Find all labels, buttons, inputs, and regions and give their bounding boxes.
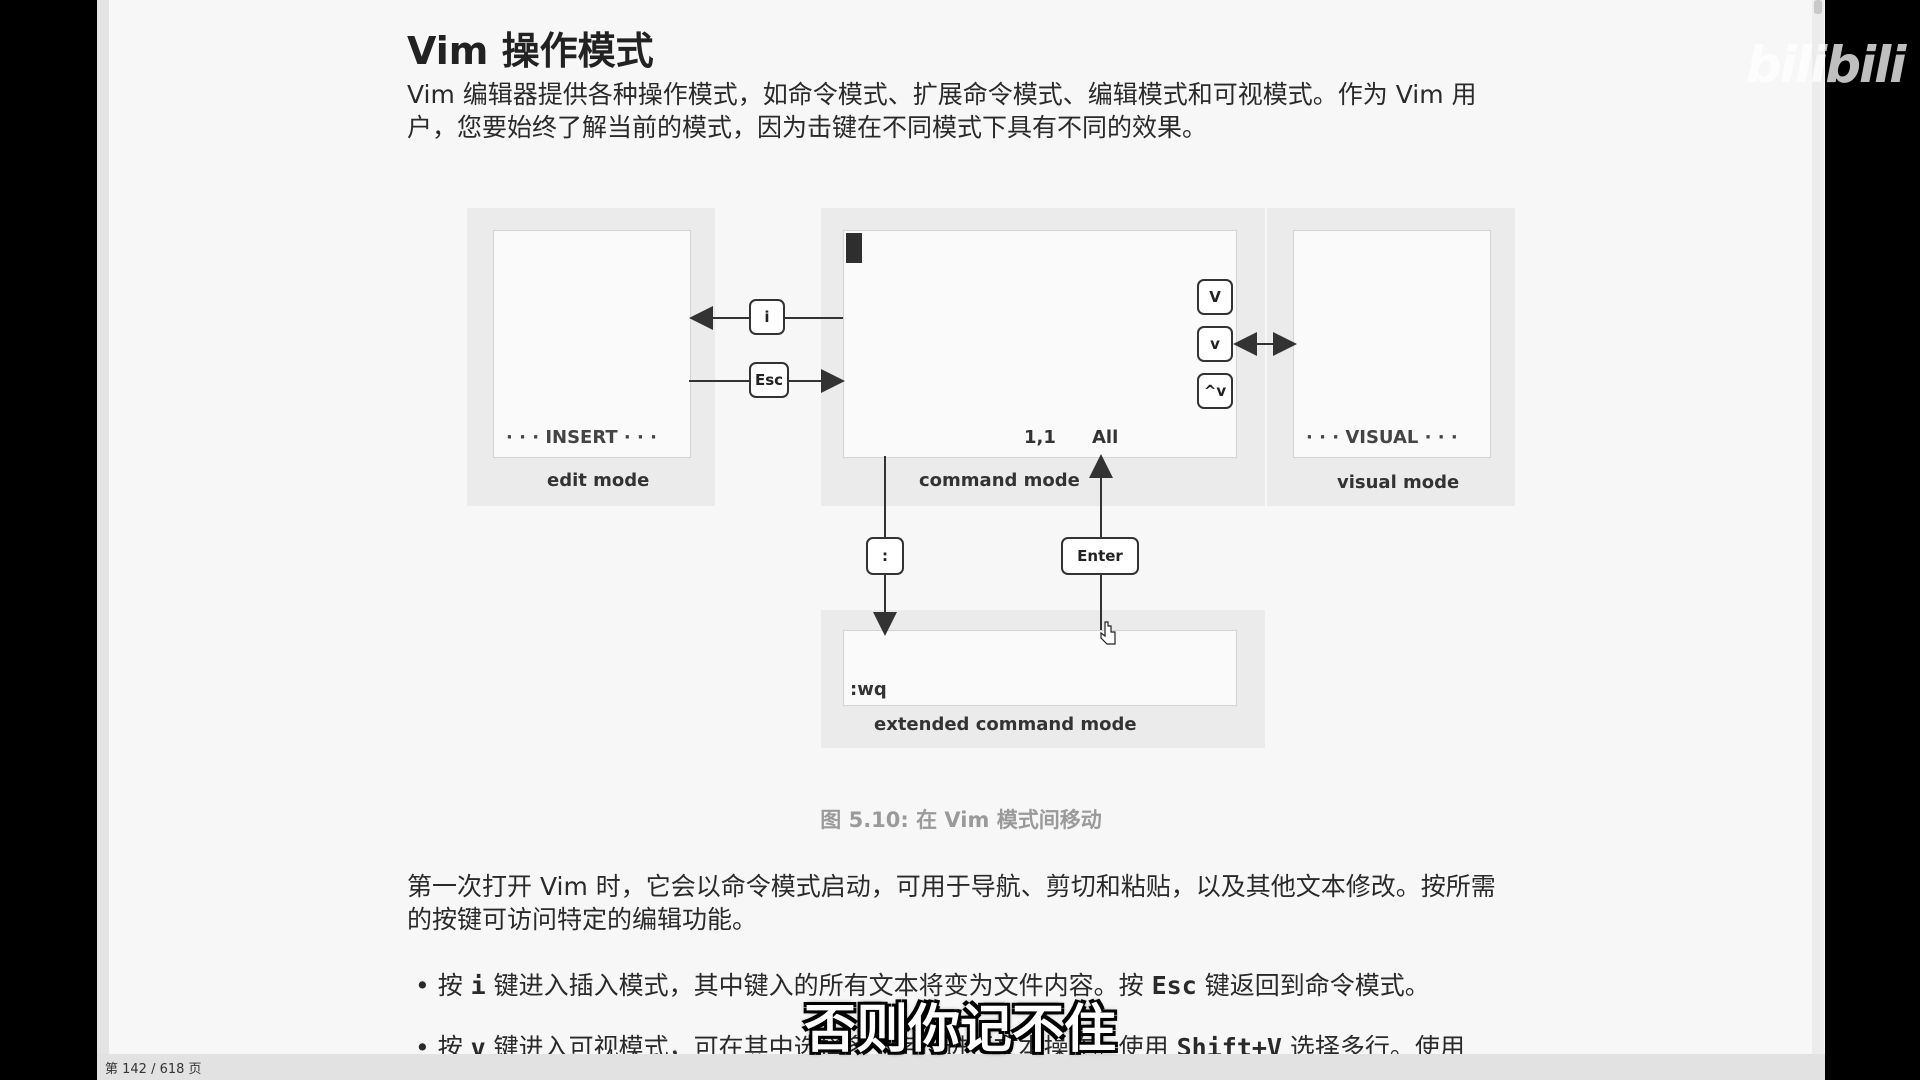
cursor-block-icon [846,233,862,263]
visual-mode-screen: · · · VISUAL · · · [1293,230,1491,458]
intro-paragraph-line-2: 户，您要始终了解当前的模式，因为击键在不同模式下具有不同的效果。 [407,113,1208,142]
scrollbar-thumb[interactable] [1814,0,1822,14]
visual-mode-label: visual mode [1337,472,1460,493]
paragraph-2-line-1: 第一次打开 Vim 时，它会以命令模式启动，可用于导航、剪切和粘贴，以及其他文本… [407,872,1496,901]
bullet-1-key-i: i [470,971,486,1000]
cursor-position: 1,1 [1024,427,1056,448]
key-ctrl-v: ^v [1197,373,1233,409]
command-mode-label: command mode [919,470,1080,491]
insert-indicator: · · · INSERT · · · [506,427,657,448]
edit-mode-label: edit mode [547,470,650,491]
visual-indicator: · · · VISUAL · · · [1306,427,1458,448]
command-mode-screen: 1,1 All [843,230,1237,458]
video-subtitle: 否则你记不住 [803,1000,1116,1060]
bullet-1-text-a: • 按 [415,971,471,1000]
paragraph-2-line-2: 的按键可访问特定的编辑功能。 [407,905,758,934]
bullet-insert-mode: • 按 i 键进入插入模式，其中键入的所有文本将变为文件内容。按 Esc 键返回… [415,966,1430,1002]
section-heading: Vim 操作模式 [407,29,654,73]
page-indicator: 第 142 / 618 页 [105,1062,202,1077]
key-enter: Enter [1061,537,1139,575]
edit-mode-screen: · · · INSERT · · · [493,230,691,458]
vertical-scrollbar[interactable] [1812,0,1824,1080]
key-shift-v: V [1197,279,1233,315]
intro-paragraph-line-1: Vim 编辑器提供各种操作模式，如命令模式、扩展命令模式、编辑模式和可视模式。作… [407,80,1477,109]
document-page: Vim 操作模式 Vim 编辑器提供各种操作模式，如命令模式、扩展命令模式、编辑… [97,0,1825,1080]
figure-caption: 图 5.10: 在 Vim 模式间移动 [820,808,1102,832]
bullet-1-text-b: 键进入插入模式，其中键入的所有文本将变为文件内容。按 [485,971,1152,1000]
bilibili-watermark-logo: bilibili [1746,36,1906,94]
extended-mode-label: extended command mode [874,714,1137,735]
wq-command: :wq [850,679,887,700]
viewer-status-bar: 第 142 / 618 页 [97,1054,1825,1080]
file-position-all: All [1092,427,1119,448]
key-i: i [749,299,785,335]
mouse-pointer-icon [1100,621,1116,645]
key-esc: Esc [749,362,789,398]
bullet-1-text-c: 键返回到命令模式。 [1196,971,1430,1000]
key-colon: : [866,537,904,575]
key-v: v [1197,326,1233,362]
extended-mode-screen: :wq [843,630,1237,706]
bullet-1-key-esc: Esc [1151,971,1197,1000]
